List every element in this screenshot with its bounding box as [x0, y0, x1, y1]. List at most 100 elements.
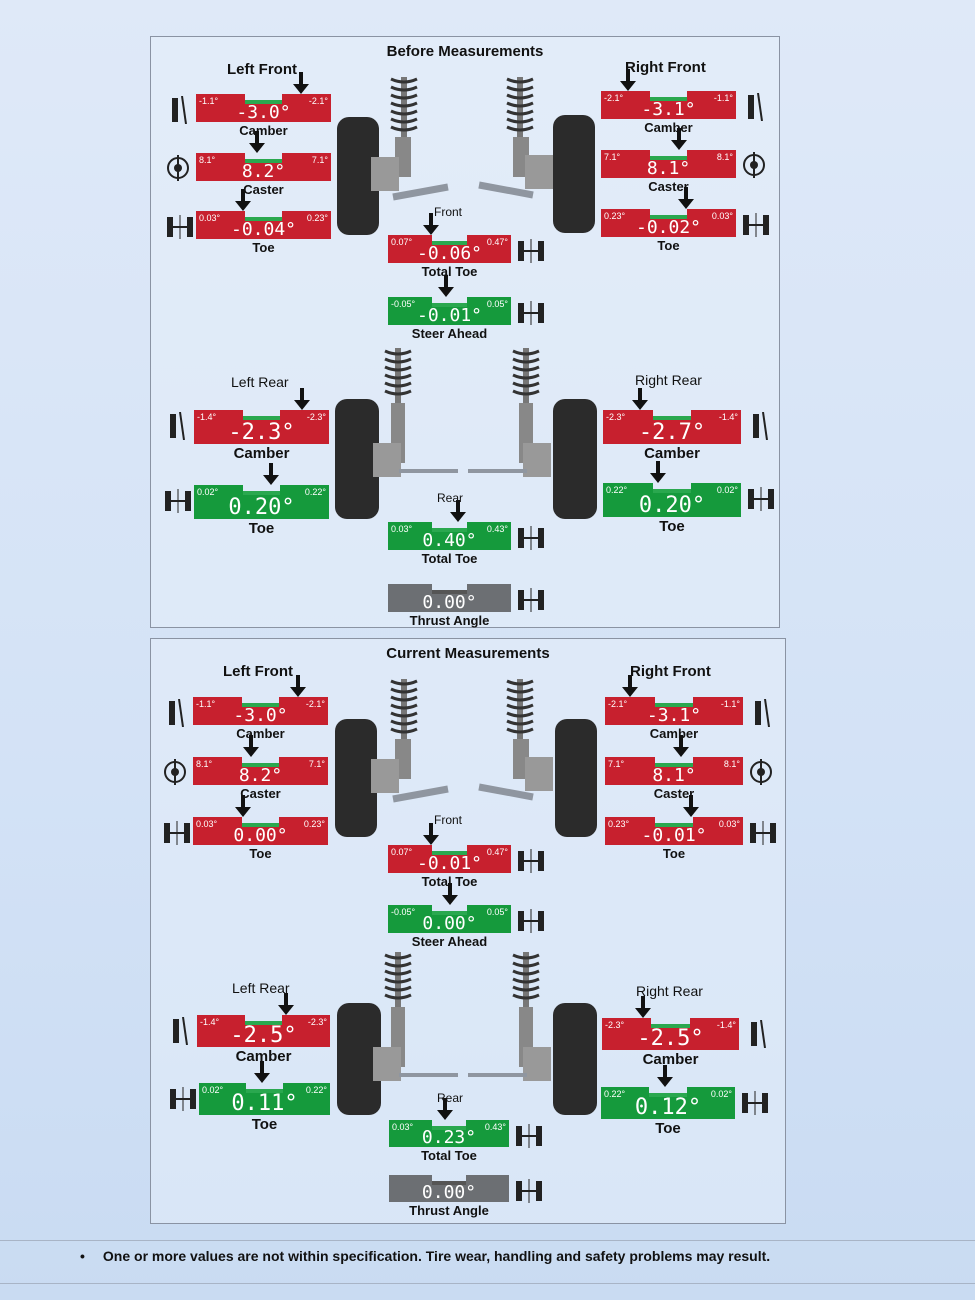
right-front-label: Right Front [625, 59, 706, 76]
before-measurements-panel: Before Measurements [150, 36, 780, 628]
gauge-bar [197, 1015, 330, 1047]
measurement-value: -0.02° [635, 217, 702, 238]
rear-suspension-illustration [337, 952, 597, 1115]
toe-wheels-icon [749, 819, 777, 852]
measurement-value: 0.00° [422, 592, 477, 613]
current-measurements-panel: Current Measurements [150, 638, 786, 1224]
toe-wheels-icon [166, 213, 194, 246]
range-high-label: 0.22° [305, 1085, 327, 1095]
range-high-label: -1.1° [720, 699, 740, 709]
bullet: • [80, 1248, 85, 1264]
measurement-caption: Toe [662, 846, 686, 861]
divider [0, 1283, 975, 1284]
front-label: Front [434, 813, 463, 827]
measurement-value: -0.06° [416, 243, 483, 264]
front-right-strut [478, 77, 595, 233]
measurement-caption: Camber [644, 120, 693, 135]
left-front-camber-gauge: -1.1°-2.1°-3.0°Camber [172, 72, 331, 138]
rear-thrust-gauge: 0.00°Thrust Angle [389, 1175, 542, 1218]
camber-wheel-icon [745, 1019, 767, 1053]
left-rear-toe-gauge: 0.02°0.22°0.20°Toe [165, 463, 329, 537]
measurement-caption: Camber [649, 726, 699, 741]
measurement-value: -3.1° [646, 705, 702, 726]
measurement-value: 0.20° [638, 493, 706, 518]
measurement-value: 8.1° [646, 158, 691, 179]
measurement-caption: Toe [248, 520, 275, 537]
gauge-bar [389, 1120, 509, 1147]
range-low-label: 0.22° [604, 1089, 626, 1099]
divider [0, 1240, 975, 1241]
range-low-label: 0.02° [202, 1085, 224, 1095]
range-low-label: 7.1° [604, 152, 621, 162]
measurement-caption: Total Toe [421, 1148, 477, 1163]
rear-right-strut [468, 952, 597, 1115]
gauge-bar [602, 1018, 739, 1050]
toe-wheels-icon [517, 847, 545, 880]
toe-wheels-icon [747, 485, 775, 518]
gauge-bar [388, 905, 511, 933]
range-high-label: 0.02° [716, 485, 738, 495]
caster-wheel-icon [166, 155, 190, 186]
right-front-camber-gauge: -2.1°-1.1°-3.1°Camber [605, 675, 770, 741]
measurement-value: 0.00° [422, 913, 477, 934]
gauge-bar [388, 522, 511, 550]
gauge-bar [605, 757, 743, 785]
range-low-label: -1.1° [196, 699, 216, 709]
measurement-value: -0.04° [230, 219, 297, 240]
range-low-label: 7.1° [608, 759, 625, 769]
gauge-bar [601, 1087, 735, 1119]
toe-wheels-icon [163, 819, 191, 852]
rear-right-strut [468, 348, 597, 519]
front-total-toe-gauge: 0.07°0.47°-0.06°Total Toe [388, 213, 544, 279]
range-high-label: 7.1° [308, 759, 325, 769]
range-high-label: 0.47° [486, 847, 508, 857]
measurement-caption: Caster [243, 182, 284, 197]
toe-wheels-icon [742, 211, 770, 244]
right-rear-label: Right Rear [635, 372, 702, 388]
caster-wheel-icon [742, 152, 766, 183]
range-high-label: 0.22° [304, 487, 326, 497]
range-low-label: -1.4° [200, 1017, 220, 1027]
rear-thrust-gauge: 0.00°Thrust Angle [388, 584, 544, 628]
measurement-caption: Steer Ahead [411, 934, 488, 949]
range-low-label: 8.1° [199, 155, 216, 165]
right-rear-camber-gauge: -2.3°-1.4°-2.5°Camber [602, 996, 766, 1068]
range-high-label: 0.23° [306, 213, 328, 223]
front-left-strut [337, 77, 449, 235]
gauge-bar [193, 697, 328, 725]
right-front-caster-gauge: 7.1°8.1°8.1°Caster [605, 735, 772, 801]
measurement-caption: Camber [239, 123, 288, 138]
left-front-toe-gauge: 0.03°0.23°-0.04°Toe [167, 189, 331, 255]
warning-text: One or more values are not within specif… [102, 1248, 771, 1264]
gauge-bar [196, 94, 331, 122]
gauge-bar [601, 209, 736, 237]
range-high-label: 7.1° [311, 155, 328, 165]
measurement-value: 0.20° [228, 495, 295, 520]
measurement-caption: Total Toe [421, 551, 478, 566]
measurement-value: -3.0° [233, 705, 288, 726]
footer-warning: • One or more values are not within speci… [80, 1248, 770, 1264]
rear-suspension-illustration [335, 348, 597, 519]
measurement-value: 0.11° [231, 1091, 298, 1116]
measurement-value: -2.3° [228, 420, 295, 445]
camber-wheel-icon [164, 411, 186, 445]
range-high-label: 0.43° [486, 524, 508, 534]
range-high-label: 0.03° [711, 211, 733, 221]
range-low-label: 0.07° [391, 237, 413, 247]
range-low-label: -1.1° [199, 96, 219, 106]
gauge-bar [193, 817, 328, 845]
range-low-label: -2.3° [606, 412, 626, 422]
left-front-caster-gauge: 8.1°7.1°8.2°Caster [167, 131, 331, 197]
measurement-value: -3.0° [236, 102, 291, 123]
rear-left-strut [335, 348, 458, 519]
gauge-bar [603, 410, 741, 444]
right-front-camber-gauge: -2.1°-1.1°-3.1°Camber [601, 69, 763, 135]
range-low-label: 0.23° [604, 211, 626, 221]
camber-wheel-icon [749, 698, 771, 732]
range-high-label: -2.1° [305, 699, 325, 709]
range-high-label: -2.3° [306, 412, 326, 422]
front-suspension-illustration [337, 77, 595, 235]
front-label: Front [434, 205, 463, 219]
right-front-toe-gauge: 0.23°0.03°-0.01°Toe [605, 795, 776, 861]
range-low-label: 0.22° [606, 485, 628, 495]
